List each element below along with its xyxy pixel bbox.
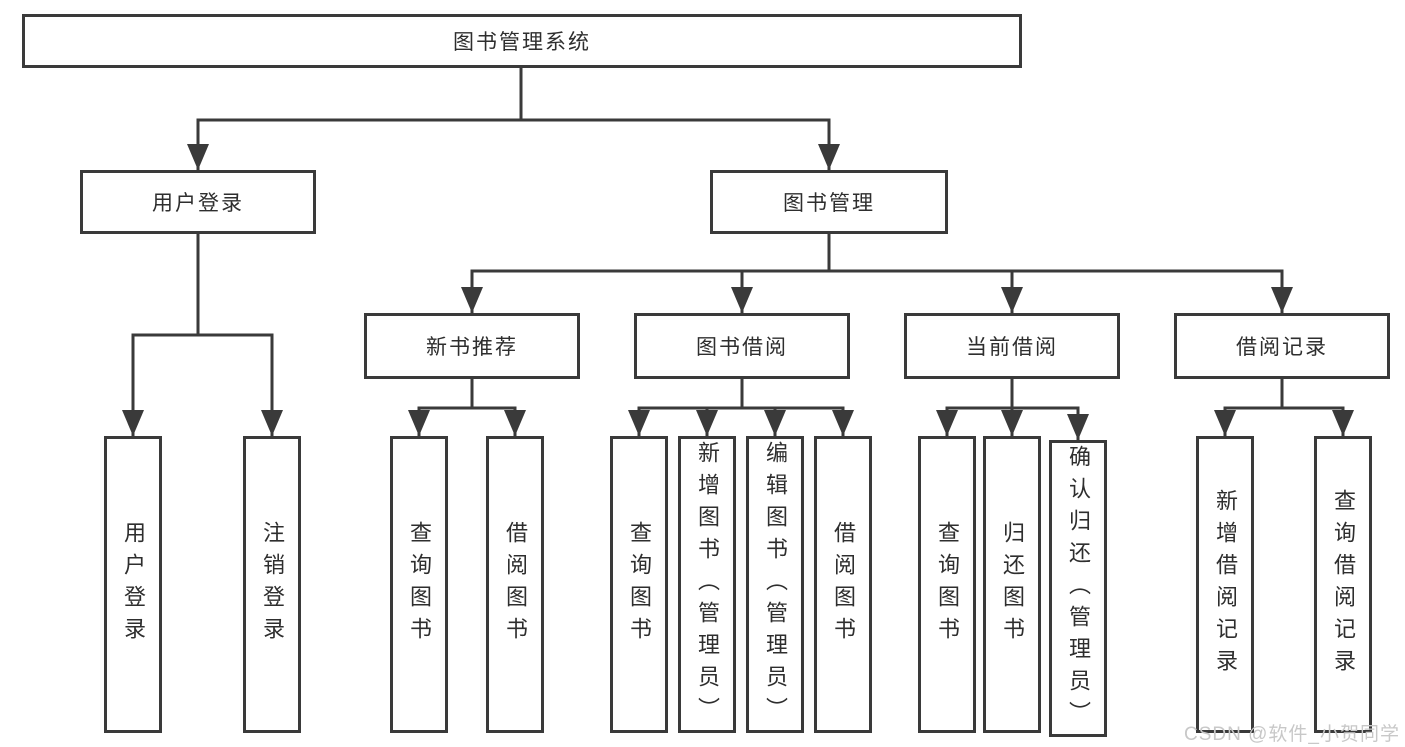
leaf-query-books-current: 查询图书 [918, 436, 976, 733]
leaf-query-books-borrow: 查询图书 [610, 436, 668, 733]
leaf-return-books: 归还图书 [983, 436, 1041, 733]
leaf-query-books-recommend: 查询图书 [390, 436, 448, 733]
node-borrow-records: 借阅记录 [1174, 313, 1390, 379]
leaf-user-login: 用户登录 [104, 436, 162, 733]
leaf-logout: 注销登录 [243, 436, 301, 733]
leaf-edit-books-admin: 编辑图书（管理员） [746, 436, 804, 733]
node-book-borrow: 图书借阅 [634, 313, 850, 379]
leaf-borrow-books: 借阅图书 [814, 436, 872, 733]
leaf-confirm-return-admin: 确认归还（管理员） [1049, 440, 1107, 737]
node-book-management-module: 图书管理 [710, 170, 948, 234]
leaf-add-borrow-record: 新增借阅记录 [1196, 436, 1254, 733]
node-user-login-module: 用户登录 [80, 170, 316, 234]
leaf-query-borrow-record: 查询借阅记录 [1314, 436, 1372, 733]
node-current-borrow: 当前借阅 [904, 313, 1120, 379]
leaf-add-books-admin: 新增图书（管理员） [678, 436, 736, 733]
node-root-system: 图书管理系统 [22, 14, 1022, 68]
csdn-watermark: CSDN @软件_小贺同学 [1184, 724, 1400, 745]
node-new-book-recommend: 新书推荐 [364, 313, 580, 379]
leaf-borrow-books-recommend: 借阅图书 [486, 436, 544, 733]
